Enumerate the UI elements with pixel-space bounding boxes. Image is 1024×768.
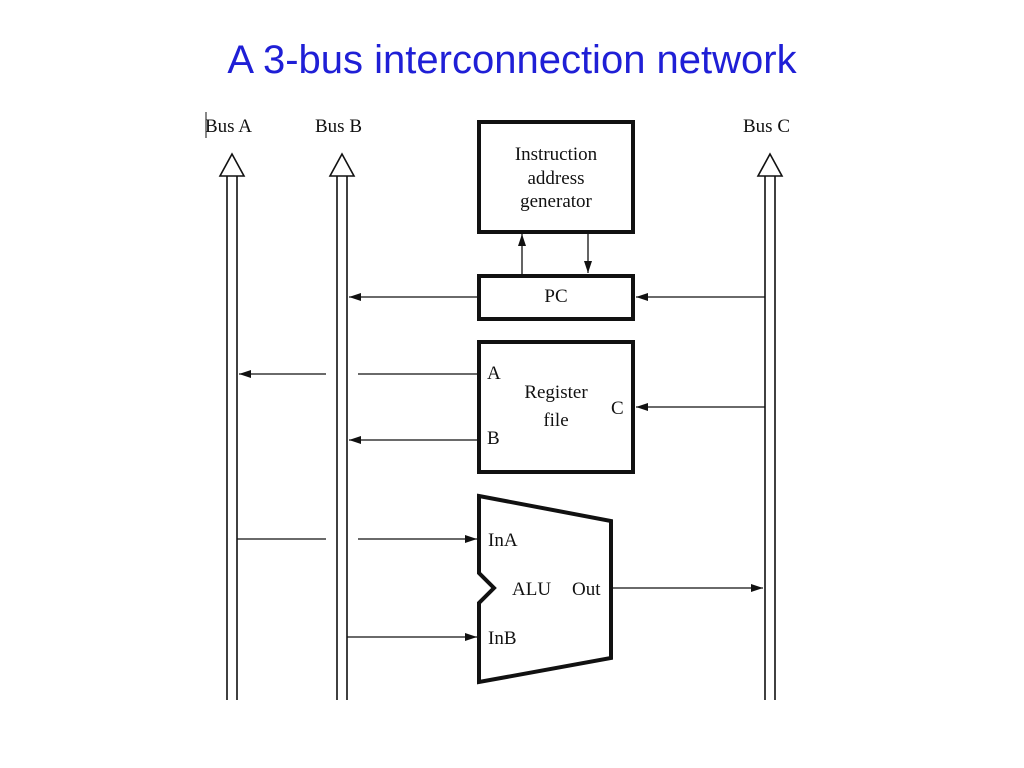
bus-a-arrowhead xyxy=(218,152,246,177)
bus-b xyxy=(328,152,356,700)
alu-out-label: Out xyxy=(572,579,601,600)
bus-c-label: Bus C xyxy=(743,116,790,137)
bus-a xyxy=(218,152,246,700)
register-file: Register file A B C xyxy=(477,340,635,474)
pc-label: PC xyxy=(544,286,567,307)
alu-in-b-label: InB xyxy=(488,628,517,649)
regfile-port-c: C xyxy=(611,398,624,419)
bus-a-label: Bus A xyxy=(205,116,252,137)
pc-register: PC xyxy=(477,274,635,321)
iag-line-2: address xyxy=(528,168,585,189)
alu-label: ALU xyxy=(512,579,551,600)
alu-in-a-label: InA xyxy=(488,530,518,551)
iag-line-1: Instruction xyxy=(515,144,598,165)
regfile-line-1: Register xyxy=(524,382,588,403)
regfile-line-2: file xyxy=(543,410,568,431)
bus-b-label: Bus B xyxy=(315,116,362,137)
slide-title: A 3-bus interconnection network xyxy=(227,38,797,82)
iag-line-3: generator xyxy=(520,191,592,212)
instruction-address-generator: Instruction address generator xyxy=(477,120,635,234)
bus-c-arrowhead xyxy=(756,152,784,177)
alu: InA InB ALU Out xyxy=(477,493,613,685)
regfile-port-a: A xyxy=(487,363,501,384)
bus-b-arrowhead xyxy=(328,152,356,177)
bus-c xyxy=(756,152,784,700)
regfile-port-b: B xyxy=(487,428,500,449)
